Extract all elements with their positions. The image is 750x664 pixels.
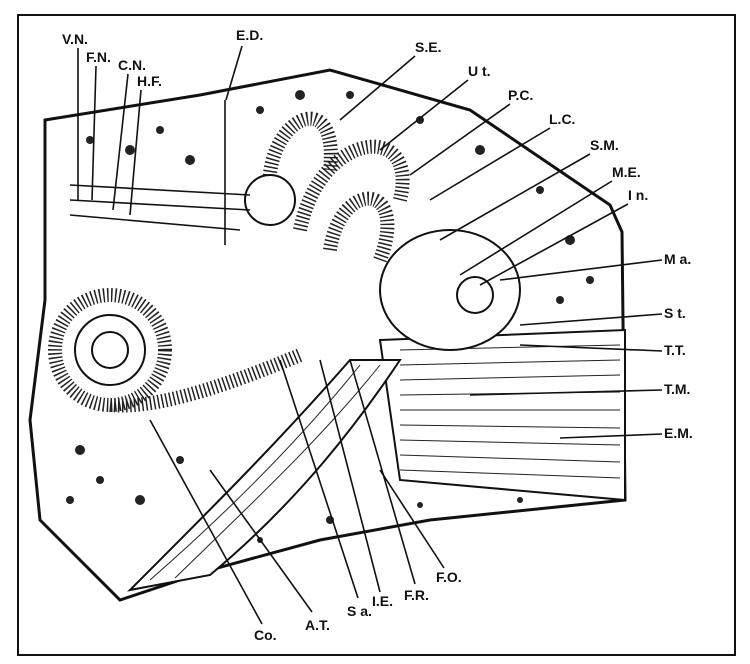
- utricle: [244, 174, 296, 226]
- auditory-tube-hatching: [149, 364, 381, 581]
- label-hf: H.F.: [137, 73, 162, 89]
- label-at: A.T.: [305, 617, 330, 633]
- nerve-bundle: [69, 184, 251, 231]
- label-lc: L.C.: [549, 111, 575, 127]
- label-tt: T.T.: [664, 342, 686, 358]
- ossicles: [456, 276, 494, 314]
- auditory-tube: [127, 359, 402, 592]
- label-cn: C.N.: [118, 57, 146, 73]
- label-fo: F.O.: [436, 569, 462, 585]
- label-se: S.E.: [415, 39, 441, 55]
- label-ma: M a.: [664, 251, 691, 267]
- label-fr: F.R.: [404, 587, 429, 603]
- label-in: I n.: [628, 187, 648, 203]
- label-sa: S a.: [347, 603, 372, 619]
- label-sm: S.M.: [590, 137, 619, 153]
- external-meatus: [378, 328, 626, 502]
- label-ed: E.D.: [236, 27, 263, 43]
- bone-porosity-dots: [66, 90, 594, 543]
- label-pc: P.C.: [508, 87, 533, 103]
- label-tm: T.M.: [664, 381, 690, 397]
- tympanic-membrane: [379, 229, 521, 351]
- label-ut: U t.: [468, 63, 491, 79]
- semicircular-canals: [262, 111, 410, 263]
- label-co: Co.: [254, 627, 277, 643]
- label-em: E.M.: [664, 425, 693, 441]
- label-vn: V.N.: [62, 31, 88, 47]
- leader-lines: [77, 45, 663, 625]
- label-me: M.E.: [612, 164, 641, 180]
- label-st: S t.: [664, 305, 686, 321]
- label-fn: F.N.: [86, 49, 111, 65]
- labels: V.N. F.N. C.N. H.F. E.D. S.E. U t. P.C. …: [62, 27, 693, 643]
- figure-border: [17, 14, 736, 656]
- cochlea: [48, 288, 303, 413]
- label-ie: I.E.: [372, 593, 393, 609]
